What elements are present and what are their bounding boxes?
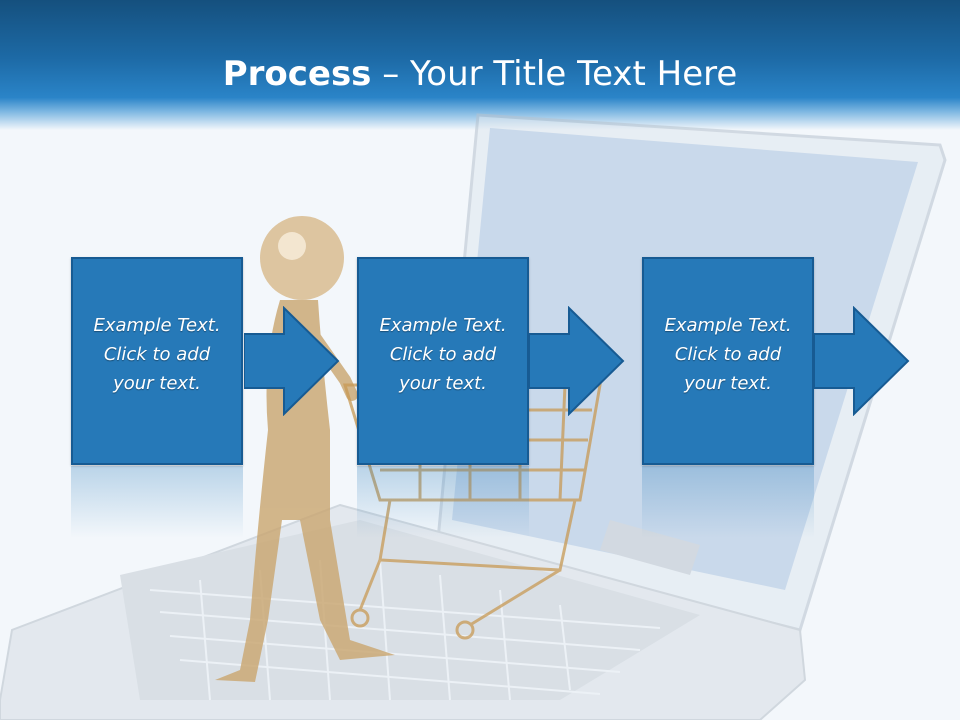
step-1-reflection	[71, 466, 243, 538]
step-3-text: Example Text. Click to add your text.	[664, 315, 792, 394]
step-3-box[interactable]: Example Text. Click to add your text.	[642, 257, 814, 465]
step-2-box[interactable]: Example Text. Click to add your text.	[357, 257, 529, 465]
person-figure-icon	[215, 216, 395, 682]
step-1-box[interactable]: Example Text. Click to add your text.	[71, 257, 243, 465]
step-1-text: Example Text. Click to add your text.	[93, 315, 221, 394]
step-3-reflection	[642, 466, 814, 538]
slide-title[interactable]: Process – Your Title Text Here	[0, 52, 960, 96]
step-2-reflection	[357, 466, 529, 538]
step-1-arrow-icon	[244, 306, 340, 416]
title-bold: Process	[222, 54, 372, 94]
title-bar: Process – Your Title Text Here	[0, 0, 960, 130]
title-rest: – Your Title Text Here	[371, 54, 738, 94]
step-3-arrow-icon	[814, 306, 910, 416]
step-2-text: Example Text. Click to add your text.	[379, 315, 507, 394]
step-2-arrow-icon	[529, 306, 625, 416]
